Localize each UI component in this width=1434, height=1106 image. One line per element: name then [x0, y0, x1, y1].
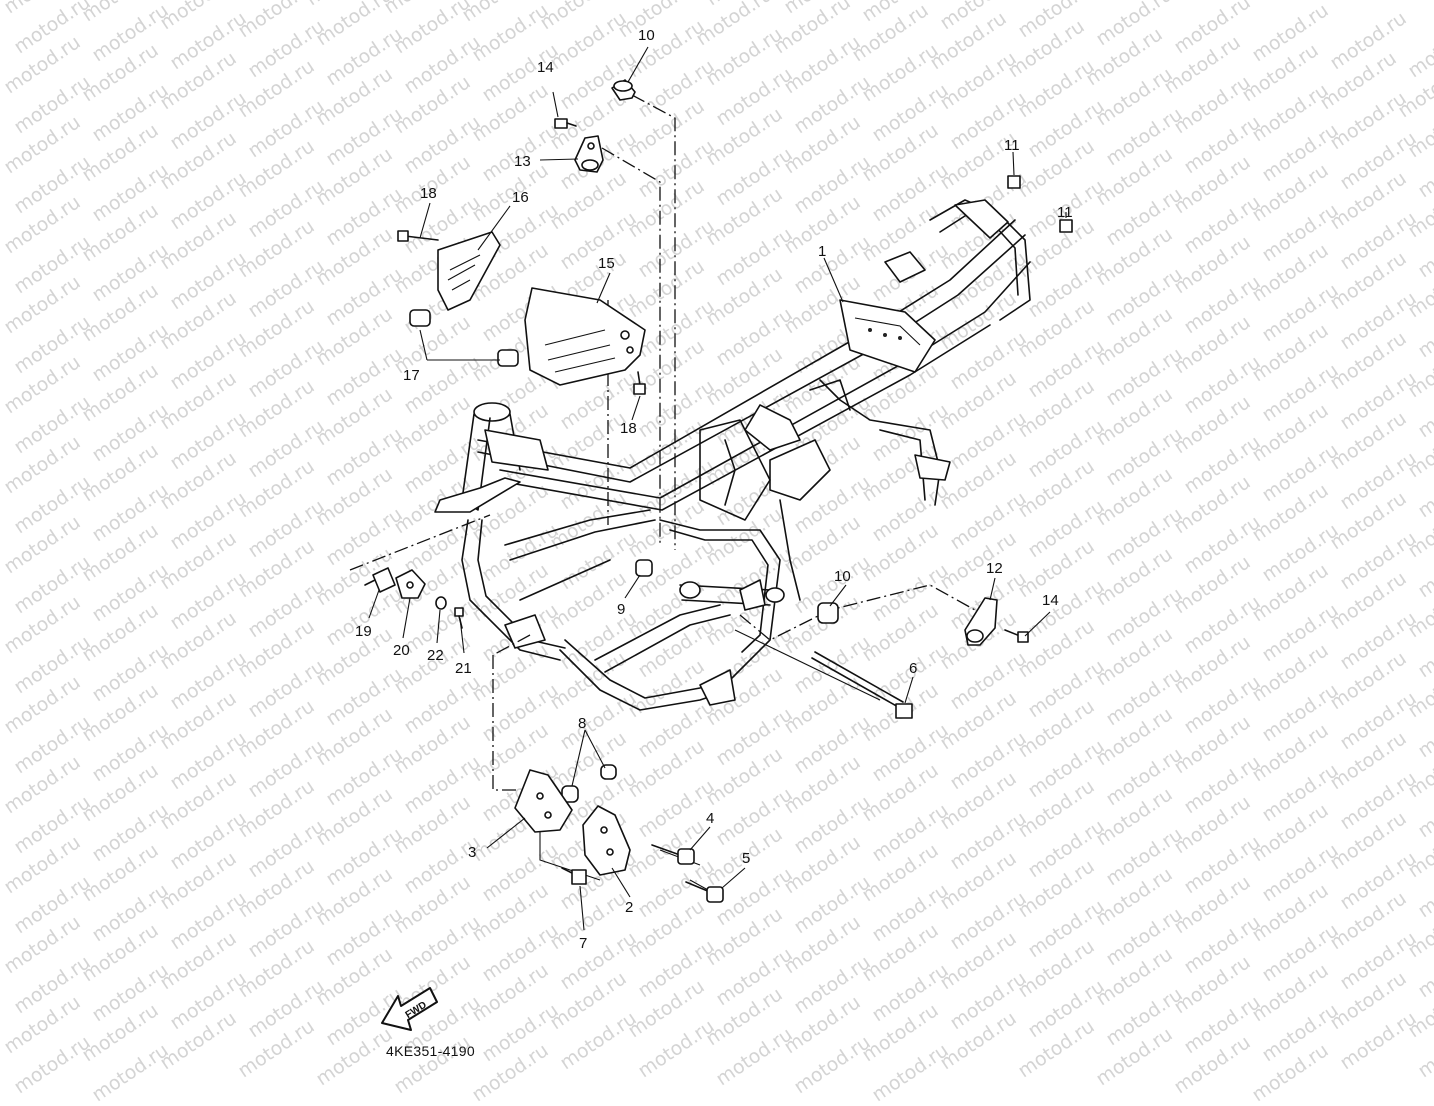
part-11-nut [1007, 175, 1073, 233]
callout-9: 9 [617, 601, 625, 618]
callout-21: 21 [455, 660, 472, 677]
callout-13: 13 [514, 153, 531, 170]
callout-22: 22 [427, 647, 444, 664]
callout-10-top: 10 [638, 27, 655, 44]
callout-18-right: 18 [620, 420, 637, 437]
callout-19: 19 [355, 623, 372, 640]
main-frame [434, 199, 1031, 711]
callouts: 1 2 3 4 5 6 7 8 9 10 10 11 11 12 13 14 1… [355, 27, 1073, 952]
part-14-top [554, 118, 577, 129]
part-9-bush [635, 559, 653, 577]
frame-drawing: 1 2 3 4 5 6 7 8 9 10 10 11 11 12 13 14 1… [349, 27, 1073, 1031]
part-3-bracket [514, 769, 573, 833]
part-18-bolt-right [633, 371, 646, 395]
fwd-arrow-icon: FWD [381, 987, 438, 1031]
part-5-bolt [685, 881, 724, 903]
callout-15: 15 [598, 255, 615, 272]
callout-2: 2 [625, 899, 633, 916]
part-14-bolt [1004, 629, 1029, 643]
callout-16: 16 [512, 189, 529, 206]
assembly-lines [349, 94, 976, 891]
callout-20: 20 [393, 642, 410, 659]
part-6-bolt [811, 651, 913, 719]
callout-5: 5 [742, 850, 750, 867]
part-2-bracket [582, 805, 631, 876]
part-10-bush [817, 602, 839, 624]
callout-1: 1 [818, 243, 826, 260]
drawing-code: 4KE351-4190 [386, 1043, 475, 1059]
leader-lines [368, 46, 1067, 931]
callout-14-right: 14 [1042, 592, 1059, 609]
callout-10-bottom: 10 [834, 568, 851, 585]
part-17-bush [409, 309, 519, 367]
callout-4: 4 [706, 810, 714, 827]
part-8-bush [561, 764, 617, 803]
part-12-bracket [964, 597, 998, 646]
callout-6: 6 [909, 660, 917, 677]
part-21-bolt [454, 607, 464, 629]
callout-12: 12 [986, 560, 1003, 577]
callout-18-left: 18 [420, 185, 437, 202]
callout-7: 7 [579, 935, 587, 952]
part-16-plate [397, 230, 501, 311]
callout-8: 8 [578, 715, 586, 732]
callout-11-upper: 11 [1004, 137, 1020, 154]
callout-3: 3 [468, 844, 476, 861]
part-13-bracket [574, 135, 604, 173]
part-10-top [611, 79, 636, 101]
part-20-plate [395, 569, 426, 599]
part-22-washer [435, 596, 447, 610]
callout-17: 17 [403, 367, 420, 384]
callout-11-lower: 11 [1057, 204, 1073, 221]
part-15-plate [524, 287, 646, 386]
part-4-bolt [651, 844, 695, 865]
part-7-bolt [561, 867, 587, 885]
callout-14-top: 14 [537, 59, 554, 76]
part-19-bolt [364, 567, 396, 593]
